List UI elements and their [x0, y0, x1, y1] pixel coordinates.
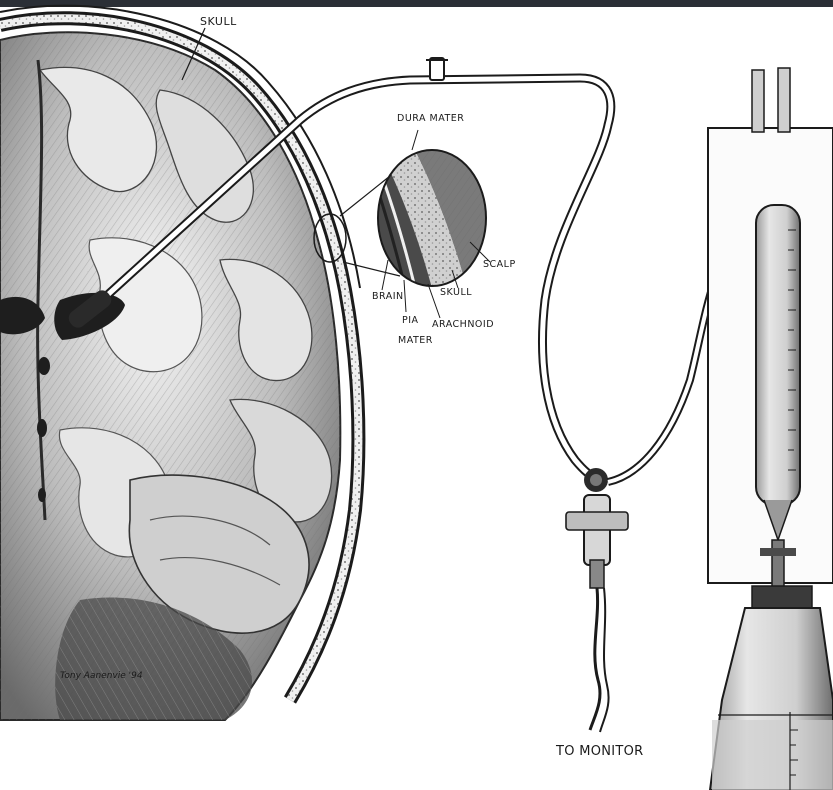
drip-board	[708, 68, 833, 790]
skull-label: SKULL	[200, 16, 237, 27]
pia-mater-label-line1: PIA	[402, 316, 419, 326]
arachnoid-label: ARACHNOID	[432, 320, 494, 330]
scalp-label: SCALP	[483, 260, 516, 270]
skull-inset-label: SKULL	[440, 288, 472, 298]
to-monitor-label: TO MONITOR	[556, 745, 644, 758]
artist-signature: Tony Aanenvie '94	[60, 672, 143, 681]
dura-mater-label: DURA MATER	[397, 114, 464, 124]
brain-label: BRAIN	[372, 292, 404, 302]
pia-mater-label-line2: MATER	[398, 336, 433, 346]
